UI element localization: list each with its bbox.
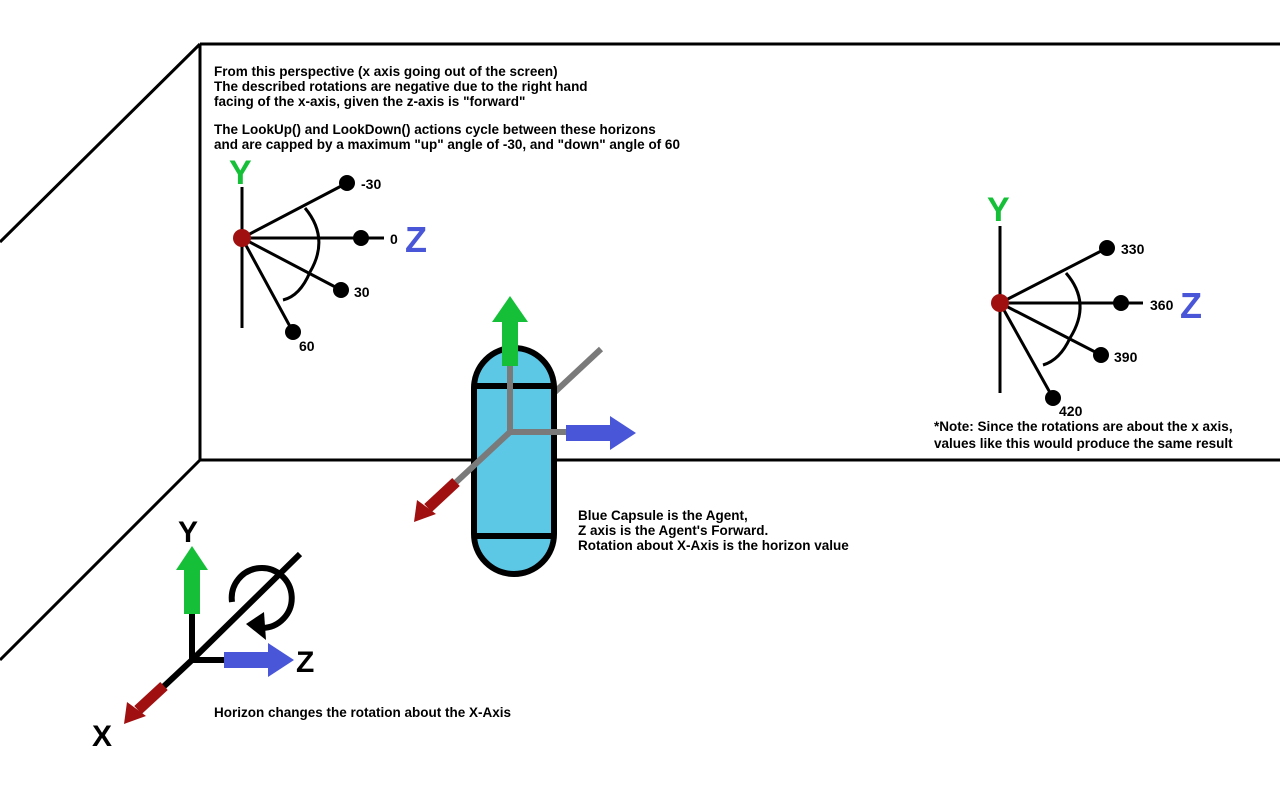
right-gauge-dot-420 [1045, 390, 1061, 406]
right-gauge-tick-330: 330 [1121, 241, 1145, 257]
world-y-arrow-head [176, 546, 208, 570]
agent-y-arrow-shaft [502, 320, 518, 366]
right-gauge-tick-360: 360 [1150, 297, 1174, 313]
agent-note-line-2: Z axis is the Agent's Forward. [578, 523, 768, 538]
world-x-arrow-head [124, 702, 146, 724]
world-x-axis-back [189, 551, 303, 663]
rotation-arrow-head [246, 612, 266, 640]
left-gauge-tick-60: 60 [299, 338, 315, 354]
right-gauge-dot-390 [1093, 347, 1109, 363]
left-gauge-origin [233, 229, 251, 247]
left-gauge-tick--30: -30 [361, 176, 381, 192]
agent-z-arrow-head [610, 416, 636, 450]
left-gauge-dot-60 [285, 324, 301, 340]
right-gauge-origin [991, 294, 1009, 312]
room-wireframe [0, 42, 1280, 662]
top-note: From this perspective (x axis going out … [214, 64, 680, 152]
right-gauge-y-label: Y [987, 191, 1010, 229]
right-gauge-dot-330 [1099, 240, 1115, 256]
side-note: *Note: Since the rotations are about the… [934, 419, 1233, 451]
left-gauge-dot--30 [339, 175, 355, 191]
side-note-line-1: *Note: Since the rotations are about the… [934, 419, 1233, 434]
top-note-line-1: From this perspective (x axis going out … [214, 64, 558, 79]
left-gauge-arc [303, 207, 321, 273]
left-gauge-ray-60 [240, 237, 295, 333]
left-gauge-ray-30 [241, 236, 342, 292]
agent-note: Blue Capsule is the Agent, Z axis is the… [578, 508, 849, 553]
left-horizon-gauge: Y -30 0 30 60 Z [229, 154, 427, 354]
world-z-arrow-shaft [224, 652, 270, 668]
left-gauge-ray--30 [241, 181, 348, 240]
agent-capsule [414, 296, 636, 577]
world-y-arrow-shaft [184, 568, 200, 614]
right-gauge-tick-420: 420 [1059, 403, 1083, 419]
right-gauge-dot-360 [1113, 295, 1129, 311]
world-z-label: Z [296, 646, 314, 679]
world-y-label: Y [178, 516, 198, 549]
agent-z-arrow-shaft [566, 425, 612, 441]
capsule-body [471, 345, 557, 577]
top-note-line-2: The described rotations are negative due… [214, 79, 588, 94]
right-gauge-z-label: Z [1180, 285, 1202, 326]
right-horizon-gauge: Y 330 360 390 420 Z [987, 191, 1202, 419]
agent-note-line-3: Rotation about X-Axis is the horizon val… [578, 538, 849, 553]
left-gauge-y-label: Y [229, 154, 252, 192]
bottom-note: Horizon changes the rotation about the X… [214, 705, 511, 720]
left-gauge-arc-lower [282, 271, 312, 302]
top-note-line-3: facing of the x-axis, given the z-axis i… [214, 94, 525, 109]
right-gauge-arc [1064, 272, 1082, 339]
left-gauge-dot-30 [333, 282, 349, 298]
left-gauge-dot-0 [353, 230, 369, 246]
left-gauge-z-label: Z [405, 219, 427, 260]
agent-y-arrow-head [492, 296, 528, 322]
world-x-arrow-shaft [134, 681, 168, 715]
left-gauge-tick-30: 30 [354, 284, 370, 300]
agent-note-line-1: Blue Capsule is the Agent, [578, 508, 748, 523]
world-axes: Y Z X [92, 516, 314, 753]
agent-x-axis-front [449, 429, 513, 489]
world-x-axis-front [157, 657, 195, 693]
agent-x-arrow-shaft [424, 477, 460, 513]
right-gauge-ray-390 [999, 301, 1102, 357]
right-gauge-ray-330 [999, 246, 1108, 305]
left-gauge-tick-0: 0 [390, 231, 398, 247]
top-note-line-5: The LookUp() and LookDown() actions cycl… [214, 122, 656, 137]
side-note-line-2: values like this would produce the same … [934, 436, 1233, 451]
right-gauge-tick-390: 390 [1114, 349, 1138, 365]
world-x-label: X [92, 720, 112, 753]
agent-x-arrow-head [414, 500, 436, 522]
right-gauge-ray-420 [998, 302, 1055, 399]
top-note-line-6: and are capped by a maximum "up" angle o… [214, 137, 680, 152]
rotation-arc [228, 565, 295, 631]
world-z-arrow-head [268, 643, 294, 677]
right-gauge-arc-lower [1042, 337, 1072, 367]
